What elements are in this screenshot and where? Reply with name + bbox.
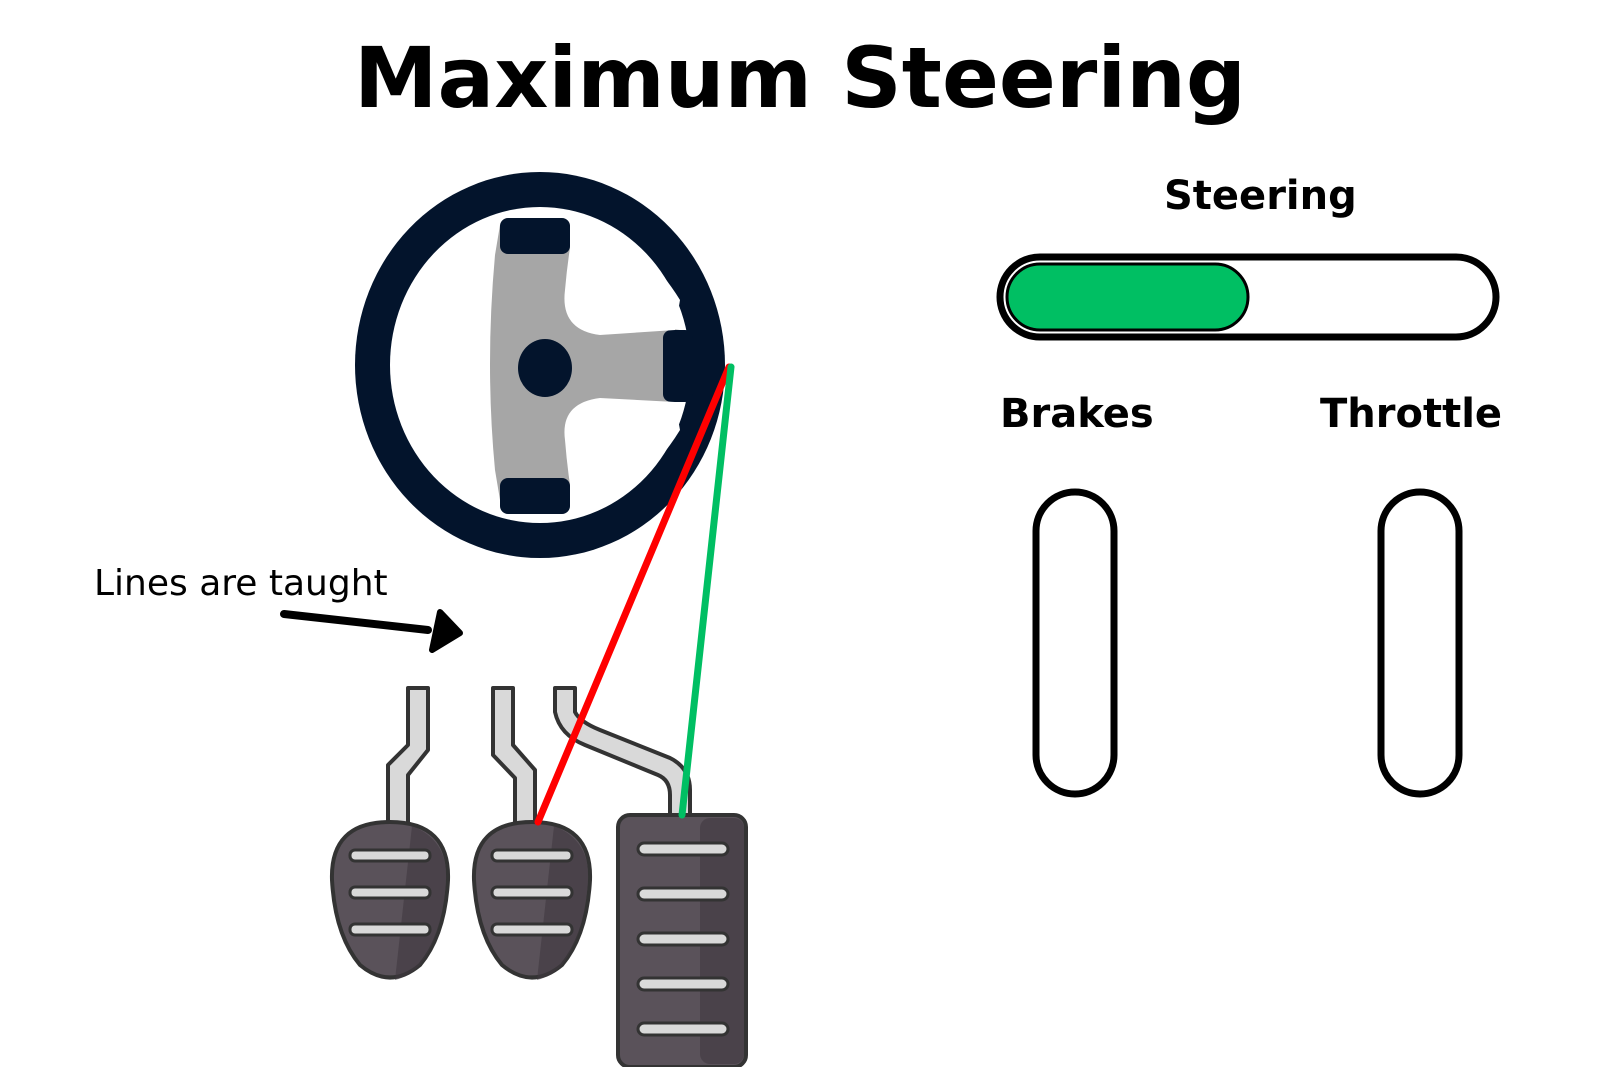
throttle-stem xyxy=(553,686,692,822)
throttle-pedal-icon xyxy=(616,813,748,1067)
page-title: Maximum Steering xyxy=(353,29,1247,127)
brakes-label: Brakes xyxy=(1000,391,1154,437)
clutch-stem xyxy=(386,686,430,832)
brake-pedal-icon xyxy=(471,819,593,980)
steering-label: Steering xyxy=(1164,173,1357,219)
steering-gauge-fill xyxy=(1005,262,1250,332)
annotation-text: Lines are taught xyxy=(94,563,388,604)
brakes-gauge xyxy=(1032,488,1118,798)
pedal-stems xyxy=(386,686,692,832)
steering-wheel-icon xyxy=(355,172,725,558)
wheel-to-throttle-line xyxy=(678,363,735,819)
brake-stem xyxy=(491,686,537,832)
arrow-icon xyxy=(280,609,463,653)
steering-gauge xyxy=(996,253,1500,341)
throttle-label: Throttle xyxy=(1320,391,1503,437)
throttle-gauge xyxy=(1377,488,1463,798)
wheel-to-brake-line xyxy=(534,363,733,826)
clutch-pedal-icon xyxy=(329,819,451,980)
